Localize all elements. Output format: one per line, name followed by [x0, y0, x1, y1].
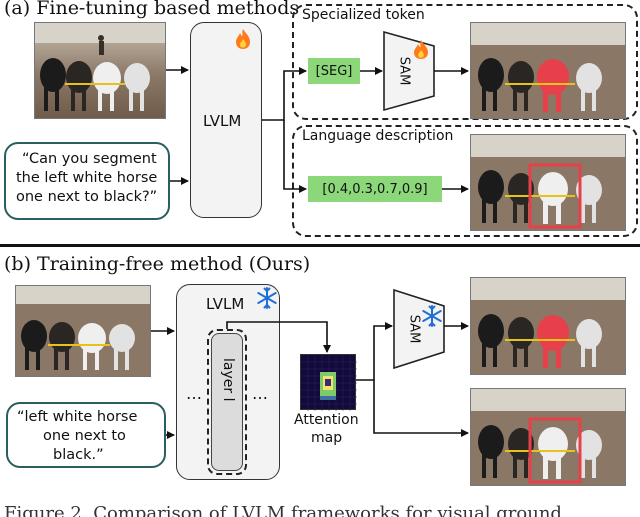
bbox-token: [0.4,0.3,0.7,0.9] [308, 176, 442, 202]
output-mask-photo-bottom [470, 277, 626, 375]
layer-block [211, 333, 243, 471]
snowflake-icon [422, 305, 442, 327]
output-mask-photo-top [470, 22, 626, 119]
top-connectors: SAM [166, 30, 469, 193]
input-photo-top [34, 22, 166, 119]
lvlm-label-bottom: LVLM [206, 295, 245, 313]
sam-label-top: SAM [397, 57, 412, 86]
language-description-panel [292, 125, 638, 237]
output-box-photo-bottom [470, 388, 626, 486]
prompt-top-line2-text: the left white horse [16, 170, 158, 186]
fire-icon [414, 40, 428, 59]
layer-label: layer l [220, 358, 236, 402]
prompt-bottom-line1: “left white horse [17, 409, 138, 425]
prompt-bottom-line2: one next to [43, 428, 126, 444]
top-heading: (a) Fine-tuning based methods [4, 0, 300, 19]
figure-caption: Figure 2. Comparison of LVLM frameworks … [4, 505, 562, 517]
bottom-connectors: SAM [151, 287, 469, 439]
attention-label-line1: Attention [294, 412, 359, 428]
sam-label-bottom: SAM [407, 315, 422, 344]
input-photo-bottom [15, 285, 151, 377]
fire-icon [234, 28, 252, 50]
attention-map [300, 354, 357, 411]
arrow-attention-to-box [373, 380, 469, 437]
specialized-token-title: Specialized token [302, 7, 425, 23]
prompt-top-line2: the left white horse [16, 170, 157, 186]
figure-caption-clip: Figure 2. Comparison of LVLM frameworks … [0, 505, 640, 517]
section-divider [0, 244, 640, 247]
seg-token: [SEG] [308, 58, 360, 84]
lvlm-label-top: LVLM [203, 112, 242, 130]
prompt-top-line1: “Can you segment [22, 151, 157, 167]
specialized-token-panel [292, 4, 638, 120]
language-description-title: Language description [302, 128, 454, 144]
bottom-heading: (b) Training-free method (Ours) [4, 253, 311, 275]
prompt-box-top [4, 142, 170, 220]
snowflake-icon [257, 287, 277, 309]
lvlm-block-top [190, 22, 262, 218]
output-box-photo-top [470, 134, 626, 231]
arrow-attention-to-sam [356, 322, 393, 381]
prompt-top-line3: one next to black?” [16, 189, 158, 205]
arrow-lvlm-to-bbox-top [283, 120, 307, 193]
layer-highlight-dashed [207, 329, 247, 475]
prompt-bottom-line3: black.” [53, 447, 104, 463]
prompt-box-bottom [6, 402, 166, 468]
arrow-lvlm-split-top [262, 67, 307, 121]
arrow-layer-to-attention [226, 321, 331, 353]
dots-left: … [186, 384, 202, 403]
attention-label-line2: map [311, 430, 343, 446]
dots-right: … [252, 384, 268, 403]
